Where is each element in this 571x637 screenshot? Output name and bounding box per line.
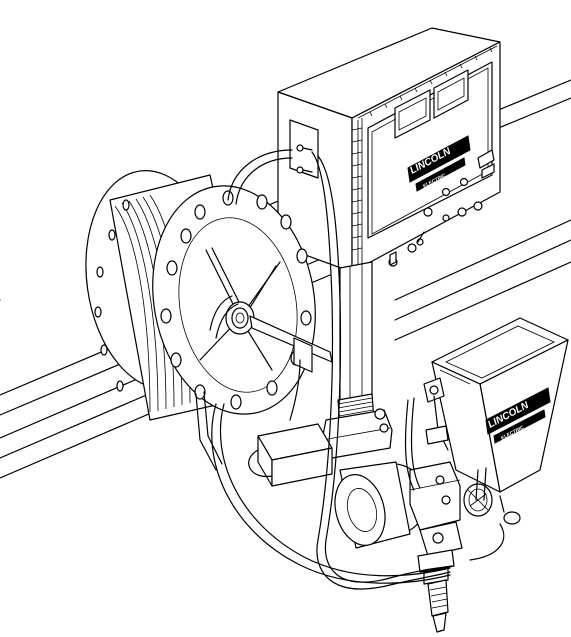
toggle-switch-top	[477, 149, 495, 169]
flux-hopper: LINCOLN ELECTRIC	[423, 317, 569, 525]
welding-torch	[417, 549, 455, 633]
door-knobs	[423, 177, 483, 222]
hopper-clamp	[503, 511, 521, 525]
vertical-mast	[321, 261, 393, 459]
meter-left	[394, 89, 431, 139]
cables	[211, 149, 505, 590]
rear-flange-holes	[94, 199, 130, 392]
control-box: LINCOLN ELECTRIC	[277, 27, 501, 273]
support-bracket	[195, 391, 223, 471]
wire-feeder	[257, 423, 493, 557]
hinge-ticks	[351, 127, 363, 251]
flange-holes	[160, 190, 312, 410]
wire-reel	[85, 170, 333, 421]
meter-right	[433, 69, 469, 119]
side-connector-plate	[289, 119, 319, 179]
